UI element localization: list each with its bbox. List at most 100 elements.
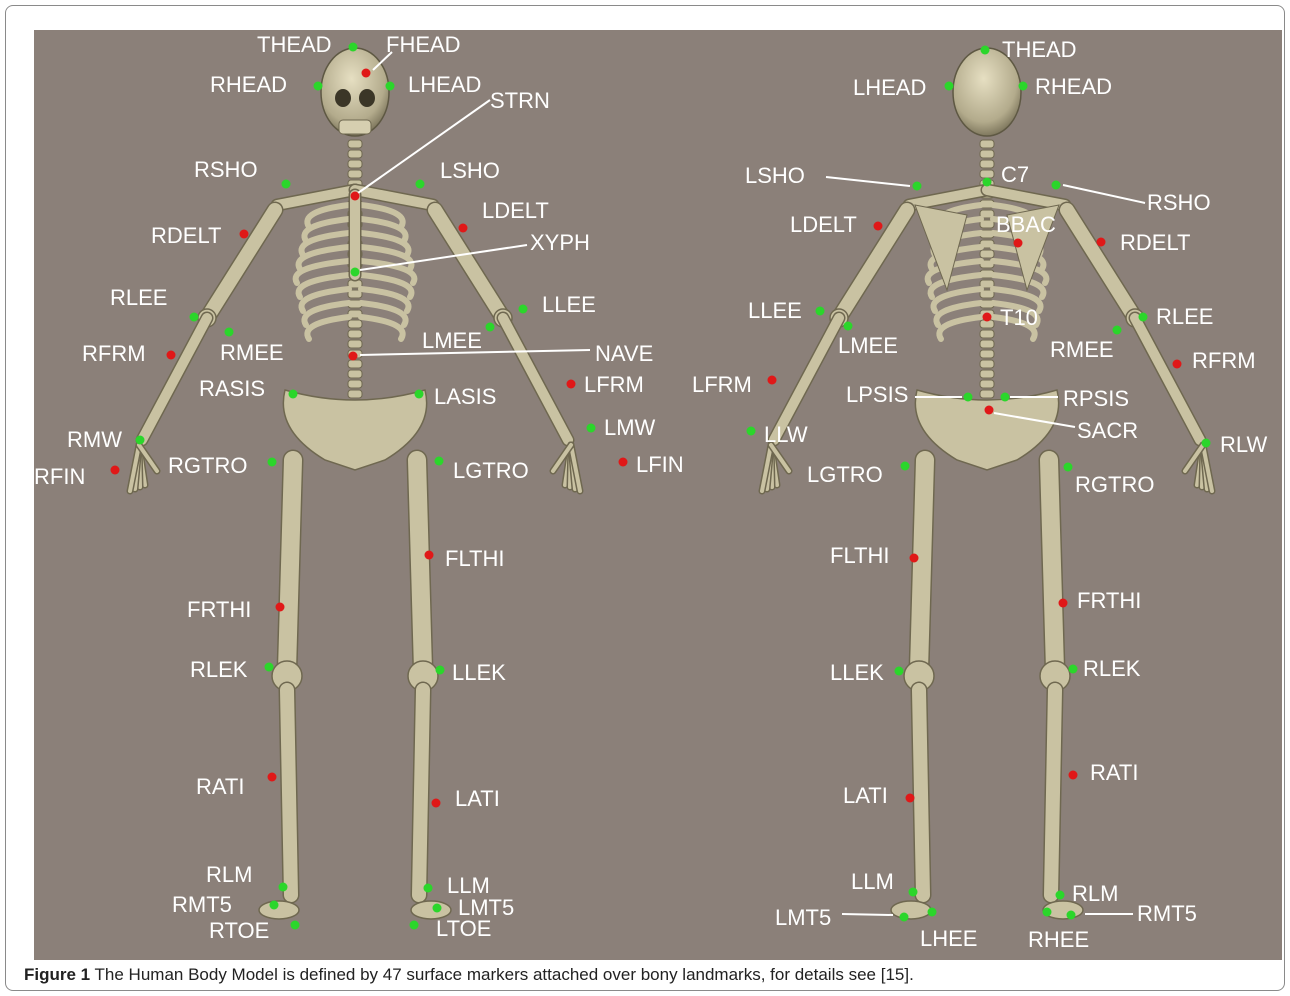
anterior-label-rfin: RFIN (34, 464, 85, 489)
posterior-marker-lpsis (964, 393, 973, 402)
posterior-label-rmee: RMEE (1050, 337, 1114, 362)
anterior-label-rati: RATI (196, 774, 244, 799)
anterior-label-lmee: LMEE (422, 328, 482, 353)
posterior-label-rdelt: RDELT (1120, 230, 1191, 255)
anterior-label-strn: STRN (490, 88, 550, 113)
posterior-label-ldelt: LDELT (790, 212, 857, 237)
front-vertebra (348, 370, 362, 378)
front-femur-r (287, 460, 293, 670)
front-pelvis (283, 390, 426, 470)
posterior-marker-rlee (1139, 313, 1148, 322)
posterior-marker-rati (1069, 771, 1078, 780)
posterior-label-rlek: RLEK (1083, 656, 1141, 681)
anterior-marker-lfin (619, 458, 628, 467)
posterior-marker-rgtro (1064, 463, 1073, 472)
posterior-label-rhee: RHEE (1028, 927, 1089, 952)
marker-labels: THEADFHEADRHEADLHEADSTRNRSHOLSHOLDELTRDE… (34, 32, 1267, 952)
back-foot-r (891, 901, 931, 919)
anterior-label-rsho: RSHO (194, 157, 258, 182)
front-eye-socket-left (359, 89, 375, 107)
back-vertebra (980, 160, 994, 168)
front-foot-r (259, 901, 299, 919)
posterior-marker-rlw (1202, 439, 1211, 448)
anterior-label-rfrm: RFRM (82, 341, 146, 366)
posterior-label-rlm: RLM (1072, 881, 1118, 906)
anterior-label-lhead: LHEAD (408, 72, 481, 97)
posterior-leader-lmt5 (842, 914, 893, 915)
anterior-marker-ldelt (459, 224, 468, 233)
front-jaw (339, 120, 371, 134)
posterior-label-llm: LLM (851, 869, 894, 894)
posterior-marker-llw (747, 427, 756, 436)
front-tibia-r (287, 690, 291, 895)
posterior-label-bbac: BBAC (996, 212, 1056, 237)
front-vertebra (348, 160, 362, 168)
posterior-marker-t10 (983, 313, 992, 322)
back-forearm-l (1135, 318, 1200, 440)
back-vertebra (980, 330, 994, 338)
posterior-label-flthi: FLTHI (830, 543, 889, 568)
anterior-marker-rsho (282, 180, 291, 189)
anterior-marker-rhead (314, 82, 323, 91)
anterior-marker-rfin (111, 466, 120, 475)
anterior-marker-rati (268, 773, 277, 782)
posterior-marker-lmt5 (900, 913, 909, 922)
back-vertebra (980, 250, 994, 258)
posterior-label-lhead: LHEAD (853, 75, 926, 100)
posterior-marker-thead (981, 46, 990, 55)
posterior-label-frthi: FRTHI (1077, 588, 1141, 613)
posterior-marker-frthi (1059, 599, 1068, 608)
posterior-label-rlee: RLEE (1156, 304, 1213, 329)
posterior-marker-bbac (1014, 239, 1023, 248)
anterior-label-xyph: XYPH (530, 230, 590, 255)
back-vertebra (980, 350, 994, 358)
back-vertebra (980, 140, 994, 148)
anterior-label-lfin: LFIN (636, 452, 684, 477)
anterior-label-nave: NAVE (595, 341, 653, 366)
front-vertebra (348, 150, 362, 158)
anterior-label-fhead: FHEAD (386, 32, 461, 57)
posterior-label-lmee: LMEE (838, 333, 898, 358)
anterior-marker-xyph (351, 268, 360, 277)
anterior-label-lasis: LASIS (434, 384, 496, 409)
anterior-label-llee: LLEE (542, 292, 596, 317)
anterior-label-rhead: RHEAD (210, 72, 287, 97)
posterior-marker-lgtro (901, 462, 910, 471)
anterior-marker-lsho (416, 180, 425, 189)
anterior-marker-rlm (279, 883, 288, 892)
anterior-marker-fhead (362, 69, 371, 78)
anterior-marker-lmw (587, 424, 596, 433)
anterior-label-lsho: LSHO (440, 158, 500, 183)
posterior-label-rlw: RLW (1220, 432, 1267, 457)
anterior-label-rgtro: RGTRO (168, 453, 247, 478)
posterior-label-lsho: LSHO (745, 163, 805, 188)
front-vertebra (348, 140, 362, 148)
posterior-label-sacr: SACR (1077, 418, 1138, 443)
anterior-marker-lfrm (567, 380, 576, 389)
caption-text: The Human Body Model is defined by 47 su… (90, 965, 914, 984)
front-vertebra (348, 330, 362, 338)
front-rib-l (361, 317, 403, 339)
anterior-label-lmw: LMW (604, 415, 656, 440)
posterior-label-lgtro: LGTRO (807, 462, 883, 487)
posterior-marker-lati (906, 794, 915, 803)
anterior-marker-rfrm (167, 351, 176, 360)
anterior-marker-frthi (276, 603, 285, 612)
caption-label: Figure 1 (24, 965, 90, 984)
anterior-label-rlee: RLEE (110, 285, 167, 310)
posterior-label-rati: RATI (1090, 760, 1138, 785)
anterior-marker-llek (436, 666, 445, 675)
anterior-label-lati: LATI (455, 786, 500, 811)
back-humerus-l (1067, 210, 1135, 318)
posterior-label-lhee: LHEE (920, 926, 977, 951)
back-vertebra (980, 360, 994, 368)
posterior-marker-sacr (985, 406, 994, 415)
skeleton-bones (130, 48, 1212, 919)
posterior-marker-lfrm (768, 376, 777, 385)
anterior-marker-lhead (386, 82, 395, 91)
anterior-marker-rlee (190, 313, 199, 322)
posterior-label-lpsis: LPSIS (846, 382, 908, 407)
posterior-label-lmt5: LMT5 (775, 905, 831, 930)
anterior-marker-rmee (225, 328, 234, 337)
